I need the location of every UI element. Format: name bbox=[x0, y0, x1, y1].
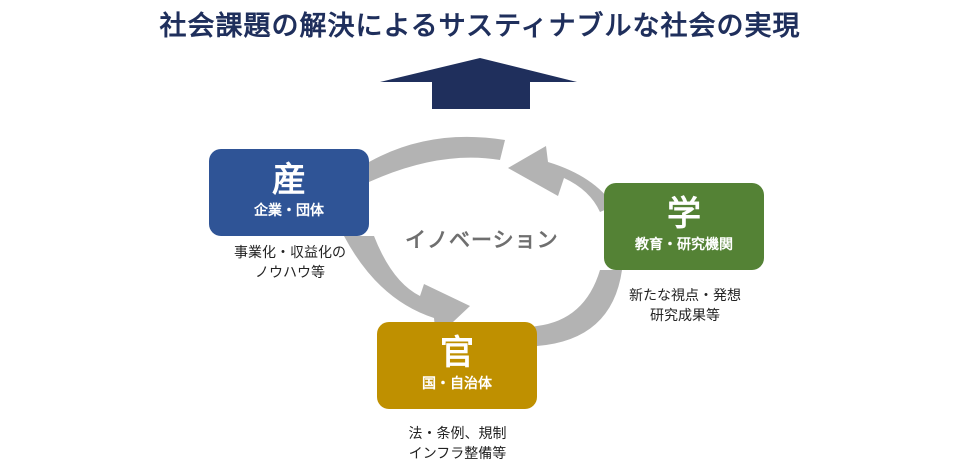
government-sub: 国・自治体 bbox=[422, 376, 492, 392]
page-title: 社会課題の解決によるサスティナブルな社会の実現 bbox=[159, 11, 801, 42]
government-note: 法・条例、規制 インフラ整備等 bbox=[370, 424, 545, 464]
academia-sub: 教育・研究機関 bbox=[635, 237, 733, 253]
academia-note: 新たな視点・発想 研究成果等 bbox=[600, 286, 770, 326]
academia-note-line: 研究成果等 bbox=[650, 308, 720, 324]
academia-label: 学 bbox=[667, 194, 701, 234]
government-box: 官 国・自治体 bbox=[377, 322, 537, 409]
industry-label: 産 bbox=[272, 160, 306, 200]
up-arrow bbox=[380, 58, 577, 109]
academia-box: 学 教育・研究機関 bbox=[604, 183, 764, 270]
government-note-line: 法・条例、規制 bbox=[408, 426, 507, 442]
industry-note-line: 事業化・収益化の bbox=[234, 245, 346, 261]
academia-note-line: 新たな視点・発想 bbox=[629, 288, 741, 304]
cycle-arrow-industry-to-government bbox=[344, 236, 470, 338]
industry-sub: 企業・団体 bbox=[254, 203, 324, 219]
cycle-arrow-government-to-academia bbox=[462, 270, 622, 350]
innovation-label: イノベーション bbox=[405, 228, 559, 252]
industry-note: 事業化・収益化の ノウハウ等 bbox=[200, 243, 380, 283]
government-note-line: インフラ整備等 bbox=[408, 446, 507, 462]
government-label: 官 bbox=[440, 333, 474, 373]
cycle-arrow-top-arc bbox=[369, 136, 505, 182]
industry-note-line: ノウハウ等 bbox=[255, 265, 325, 281]
cycle-arrow-academia-to-industry bbox=[508, 146, 614, 212]
industry-box: 産 企業・団体 bbox=[209, 149, 369, 236]
